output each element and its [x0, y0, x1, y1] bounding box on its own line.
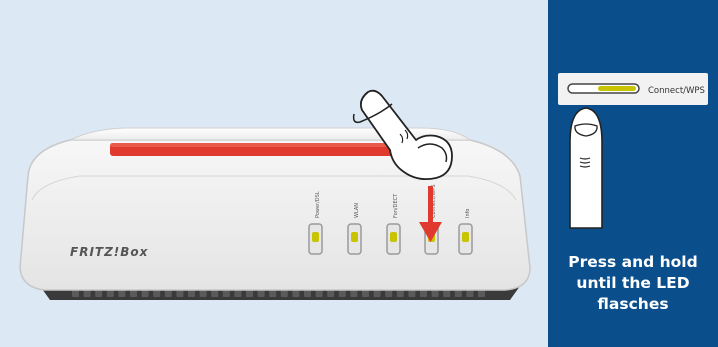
instruction-panel: Connect/WPS Press and hold until the LED…: [548, 0, 718, 347]
router-brand-logo: FRITZ!Box: [70, 245, 149, 259]
router-body: [20, 140, 530, 290]
svg-text:Fon/DECT: Fon/DECT: [393, 193, 399, 218]
wps-led: [598, 86, 636, 91]
instruction-caption: Press and hold until the LED flasches: [548, 252, 718, 315]
instruction-line-2: until the LED: [548, 273, 718, 294]
svg-text:Power/DSL: Power/DSL: [315, 191, 321, 218]
router-illustration: FRITZ!Box Power/DSL WLAN Fon/DECT Connec…: [0, 0, 548, 347]
finger-press-icon: [570, 108, 602, 228]
svg-text:WLAN: WLAN: [354, 203, 360, 218]
instruction-line-3: flasches: [548, 294, 718, 315]
wps-button-label: Connect/WPS: [648, 86, 705, 96]
router-illustration-panel: FRITZ!Box Power/DSL WLAN Fon/DECT Connec…: [0, 0, 548, 347]
instruction-line-1: Press and hold: [548, 252, 718, 273]
svg-text:Info: Info: [465, 209, 471, 218]
wps-button-detail: Connect/WPS: [548, 0, 718, 250]
